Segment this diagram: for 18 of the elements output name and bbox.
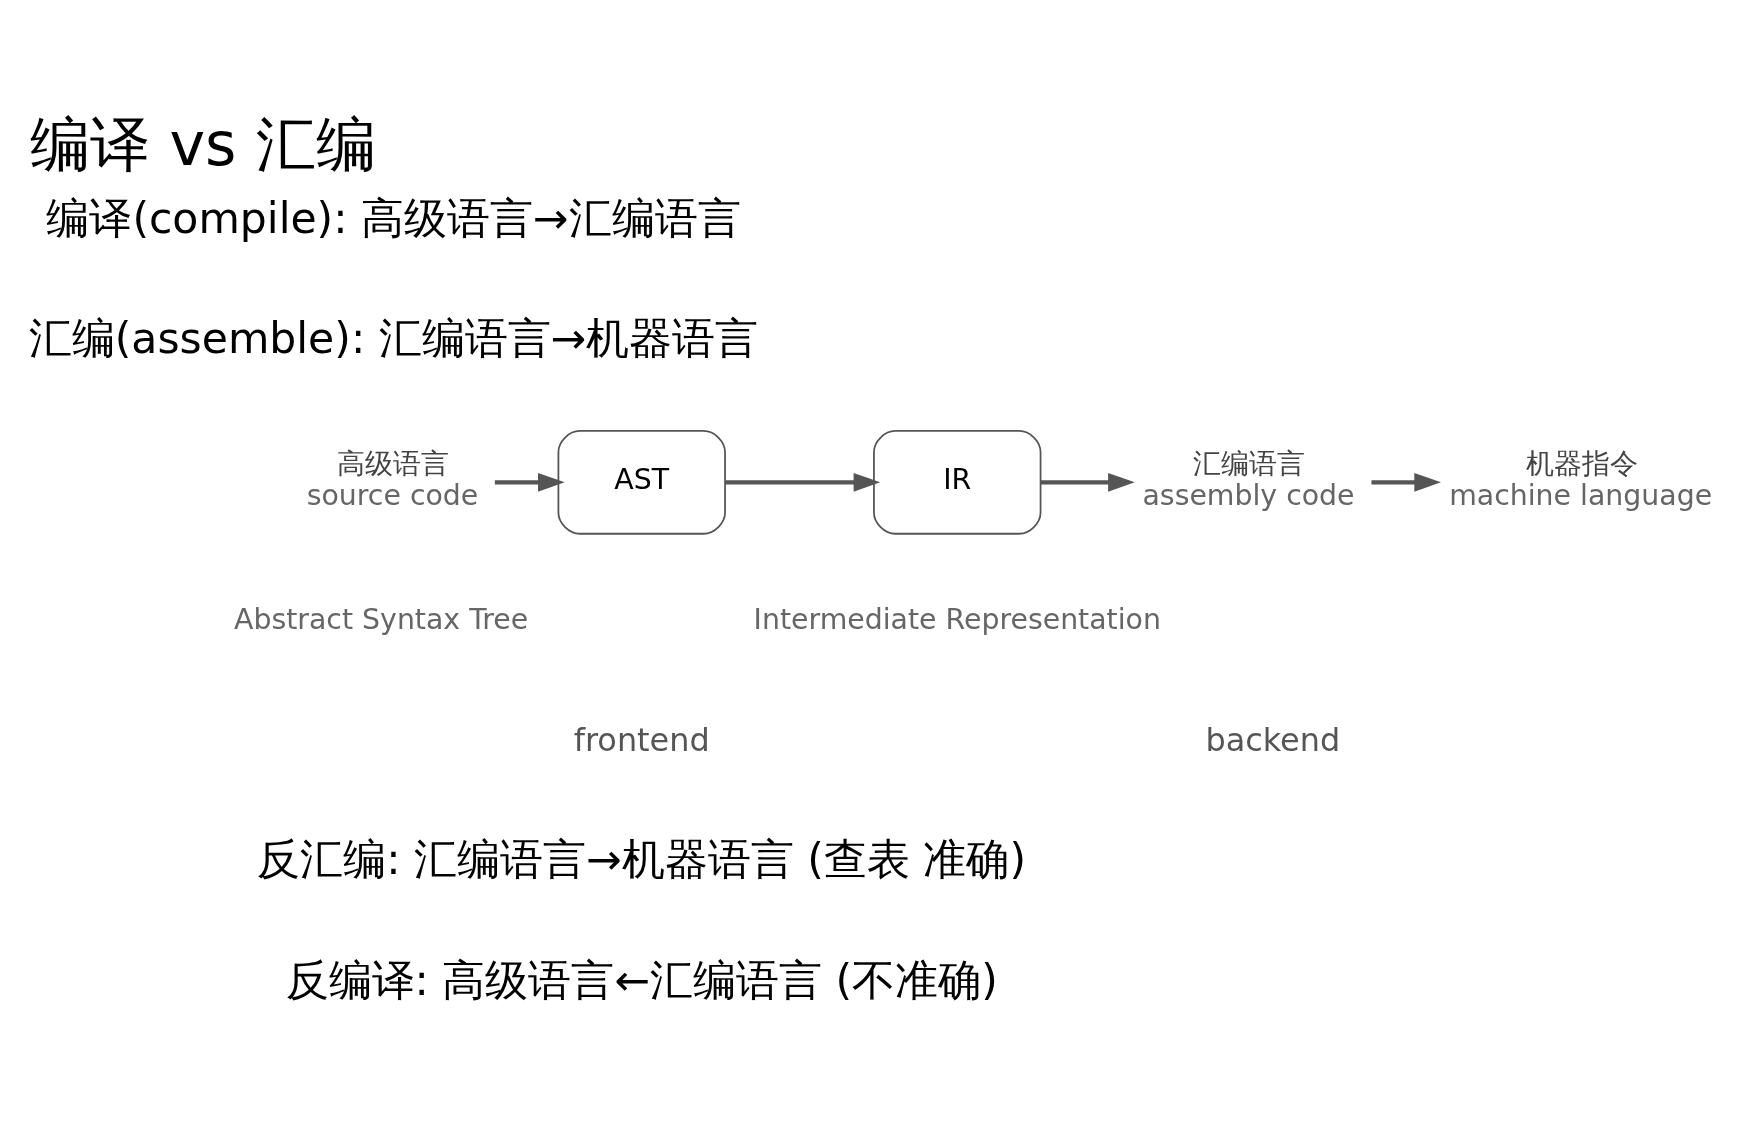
label: 反汇编: 汇编语言→机器语言 (查表 准确) (257, 834, 1027, 884)
node-label: Intermediate Representation (753, 602, 1161, 636)
arrow (1371, 472, 1441, 492)
node-box: IR (873, 429, 1042, 535)
diagram-title: 编译 vs 汇编 (30, 108, 376, 179)
label: backend (1205, 720, 1341, 759)
label: 汇编(assemble): 汇编语言→机器语言 (28, 313, 759, 363)
node-text: 汇编语言 assembly code (1142, 446, 1355, 512)
node-text: 高级语言 source code (306, 446, 479, 512)
label: 反编译: 高级语言←汇编语言 (不准确) (285, 955, 998, 1005)
node-box: AST (557, 429, 726, 535)
arrow (494, 472, 565, 492)
arrow (1040, 472, 1135, 492)
node-text: 机器指令 machine language (1449, 446, 1713, 512)
label: frontend (573, 720, 710, 759)
label: 编译(compile): 高级语言→汇编语言 (46, 193, 741, 243)
arrow (725, 472, 881, 492)
node-label: Abstract Syntax Tree (234, 602, 529, 636)
